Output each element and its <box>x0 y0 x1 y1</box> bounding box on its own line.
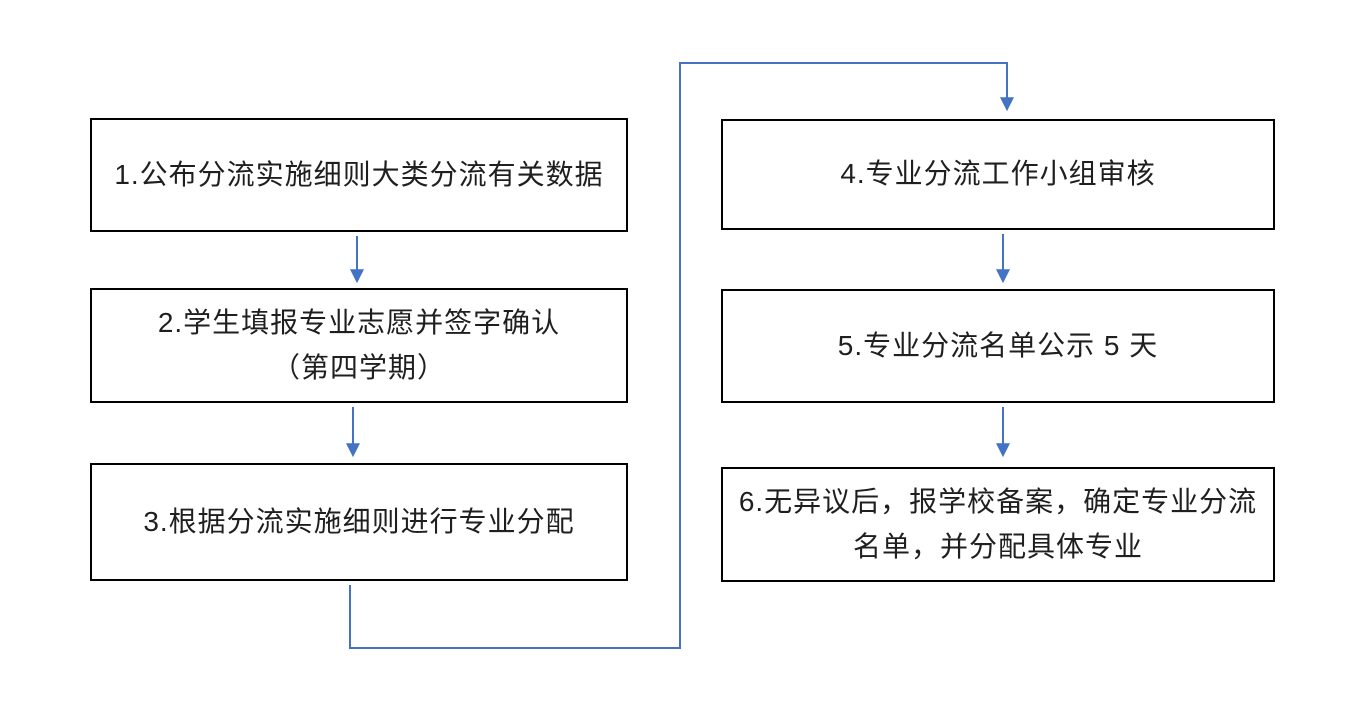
flow-step-2-label: 2.学生填报专业志愿并签字确认 （第四学期） <box>157 306 561 383</box>
flow-step-6: 6.无异议后，报学校备案，确定专业分流 名单，并分配具体专业 <box>721 467 1275 582</box>
flow-step-1-label: 1.公布分流实施细则大类分流有关数据 <box>114 158 604 190</box>
flow-step-5: 5.专业分流名单公示 5 天 <box>721 289 1275 403</box>
flow-step-4-label: 4.专业分流工作小组审核 <box>840 158 1156 190</box>
flow-step-5-label: 5.专业分流名单公示 5 天 <box>837 329 1159 361</box>
flow-step-1: 1.公布分流实施细则大类分流有关数据 <box>90 118 628 232</box>
flow-step-3: 3.根据分流实施细则进行专业分配 <box>90 463 628 581</box>
flow-step-6-label: 6.无异议后，报学校备案，确定专业分流 名单，并分配具体专业 <box>738 485 1258 562</box>
flow-step-3-label: 3.根据分流实施细则进行专业分配 <box>143 505 575 537</box>
flow-step-2: 2.学生填报专业志愿并签字确认 （第四学期） <box>90 288 628 403</box>
flow-step-4: 4.专业分流工作小组审核 <box>721 119 1275 230</box>
